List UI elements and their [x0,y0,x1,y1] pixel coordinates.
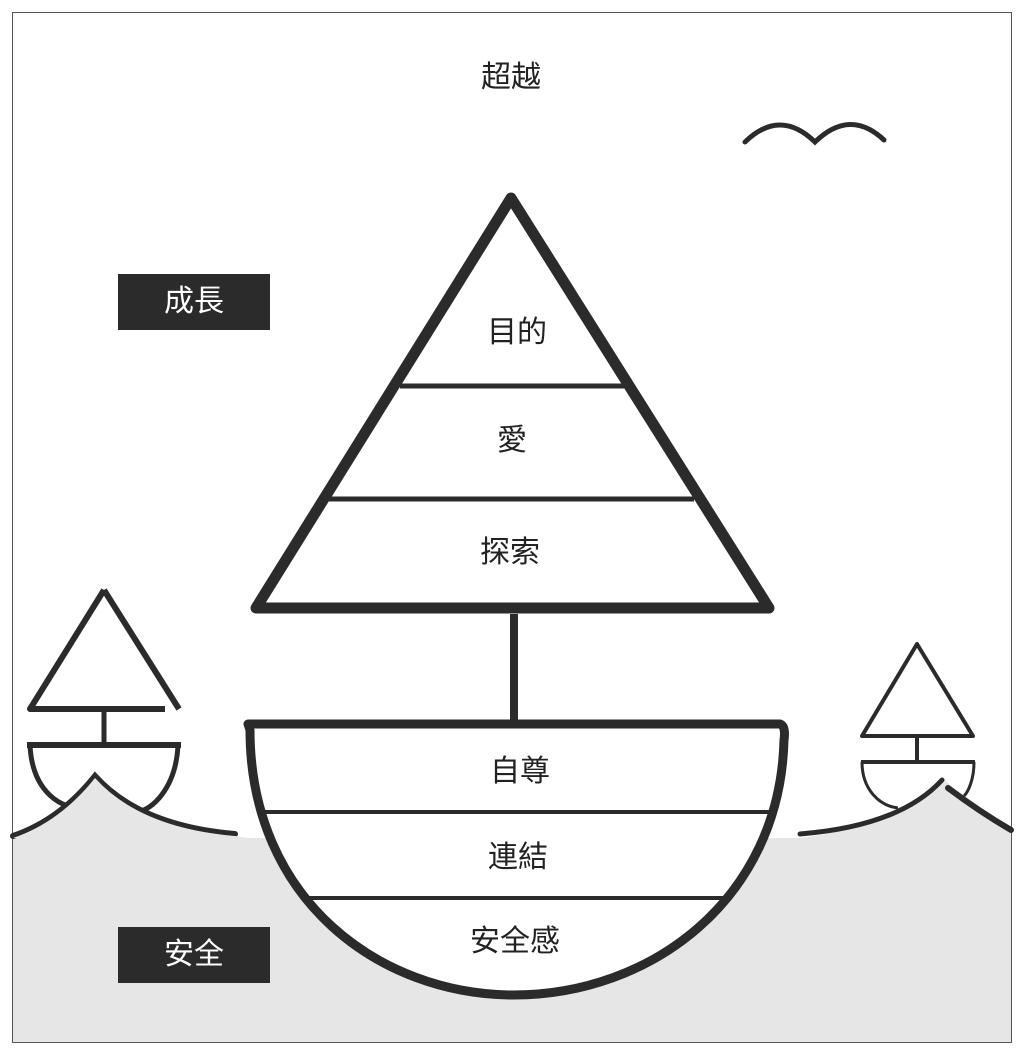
hull-layer-security: 安全感 [470,924,560,959]
left-wave [10,771,238,839]
left-small-boat [27,588,182,814]
bird-icon [742,122,887,146]
tag-safety: 安全 [118,927,270,983]
label-transcendence: 超越 [481,60,541,95]
right-small-boat [860,642,976,810]
hull-layer-connection: 連結 [488,840,548,875]
right-wave [797,777,945,837]
main-hull [243,719,789,1000]
right-wave-2 [945,785,1014,833]
sail-layer-exploration: 探索 [480,535,540,570]
left-wave-fill [13,778,248,838]
main-sail [250,192,775,614]
tag-growth: 成長 [118,274,270,330]
hull-layer-esteem: 自尊 [490,754,550,789]
sail-layer-love: 愛 [497,423,527,458]
sail-layer-purpose: 目的 [487,315,547,350]
